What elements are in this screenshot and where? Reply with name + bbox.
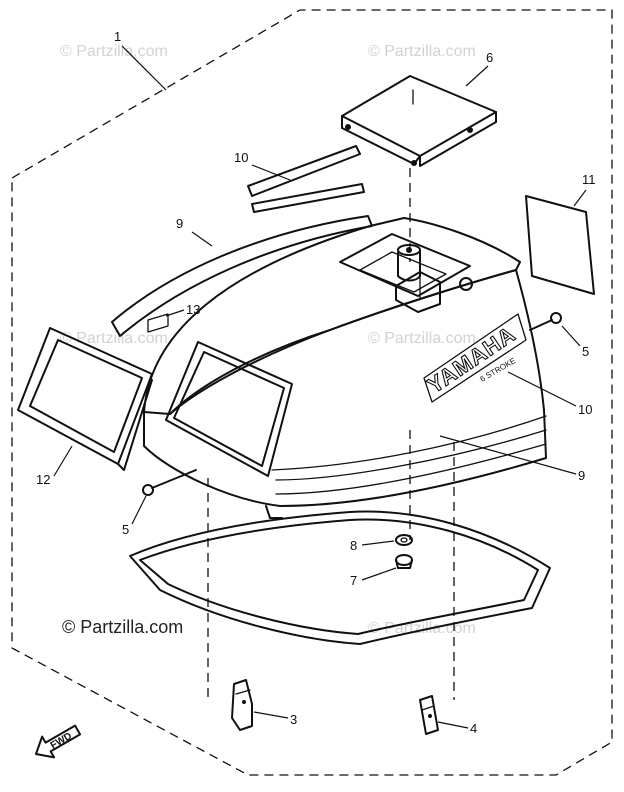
part-3-bracket — [231, 679, 253, 731]
callout-10-top: 10 — [234, 150, 248, 165]
callout-12: 12 — [36, 472, 50, 487]
watermark-mid-right: © Partzilla.com — [368, 330, 476, 347]
part-10-stripe-decal-top — [247, 145, 365, 213]
watermark-main: © Partzilla.com — [62, 617, 183, 637]
part-13-small-decal — [147, 313, 169, 333]
watermark-top-left: © Partzilla.com — [60, 43, 168, 60]
callout-4: 4 — [470, 721, 477, 736]
part-4-bracket — [419, 695, 439, 735]
leader-11 — [573, 189, 587, 207]
leader-3 — [253, 711, 289, 719]
part-9-stripe-side — [271, 415, 547, 471]
part-6-top-cover — [341, 75, 497, 262]
part-12-window-frame — [17, 327, 153, 471]
leader-4 — [437, 721, 469, 729]
part-10-brand-decal: YAMAHA 6 STROKE — [422, 313, 527, 403]
leader-1 — [121, 45, 167, 91]
leader-10-right — [507, 371, 577, 407]
part-5-screw-left — [142, 469, 197, 496]
callout-5-right: 5 — [582, 344, 589, 359]
assembly-boundary — [11, 9, 613, 776]
leader-9-right — [439, 435, 577, 475]
leader-9-top — [191, 231, 213, 247]
leader-13 — [165, 309, 185, 317]
leader-7 — [361, 567, 397, 581]
part-8-washer — [395, 534, 413, 546]
leader-12 — [53, 445, 73, 477]
callout-6: 6 — [486, 50, 493, 65]
callout-7: 7 — [350, 573, 357, 588]
watermark-top-right: © Partzilla.com — [368, 43, 476, 60]
callout-10-right: 10 — [578, 402, 592, 417]
leader-5-right — [561, 325, 581, 347]
forward-arrow-label: FWD — [49, 731, 74, 752]
callout-5-left: 5 — [122, 522, 129, 537]
callout-9-right: 9 — [578, 468, 585, 483]
leader-10-top — [251, 164, 291, 181]
watermark-mid-left: © Partzilla.com — [60, 330, 168, 347]
callout-1: 1 — [114, 29, 121, 44]
part-1-top-cowling — [143, 217, 547, 519]
forward-direction-arrow: FWD — [35, 724, 82, 759]
part-11-side-plate — [525, 195, 595, 295]
callout-9-top: 9 — [176, 216, 183, 231]
part-7-grommet — [395, 554, 413, 569]
leader-6 — [465, 65, 489, 87]
callout-3: 3 — [290, 712, 297, 727]
part-1-bottom-seal — [129, 510, 551, 645]
leader-8 — [361, 540, 395, 546]
callout-11: 11 — [582, 172, 596, 187]
leader-5-left — [131, 495, 147, 525]
part-5-screw-right — [529, 312, 562, 331]
callout-8: 8 — [350, 538, 357, 553]
part-9-stripe-top — [111, 215, 373, 337]
